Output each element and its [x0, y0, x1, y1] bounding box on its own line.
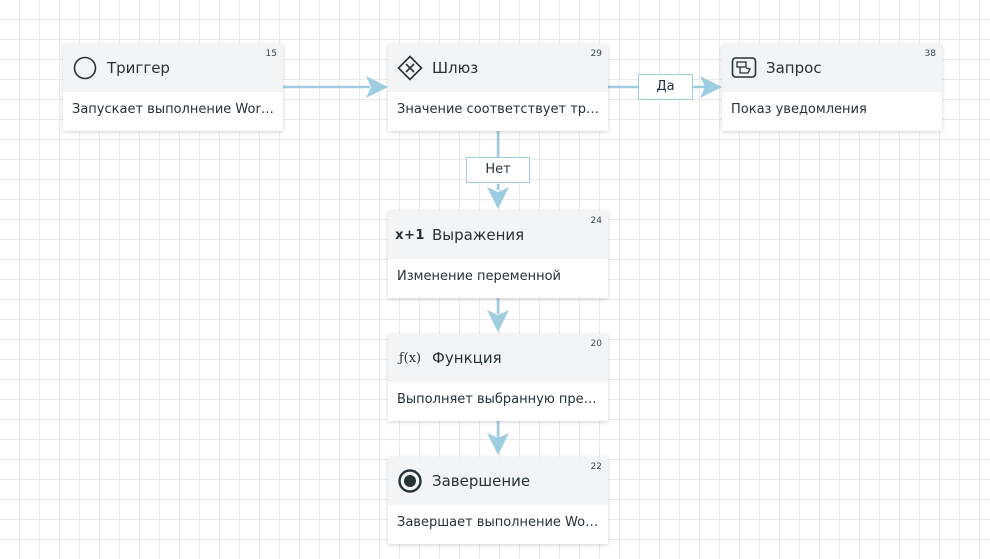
- function-icon: ƒ(x): [398, 350, 422, 366]
- node-title: Триггер: [107, 59, 170, 77]
- node-title: Выражения: [432, 226, 525, 244]
- node-trigger[interactable]: Триггер 15 Запускает выполнение Work…: [63, 44, 283, 131]
- node-request[interactable]: Запрос 38 Показ уведомления: [722, 44, 942, 131]
- node-header: Шлюз 29: [388, 44, 608, 92]
- node-description: Показ уведомления: [731, 102, 867, 117]
- node-title: Функция: [432, 349, 502, 367]
- node-title: Запрос: [766, 59, 822, 77]
- node-header: Завершение 22: [388, 457, 608, 505]
- node-number: 20: [590, 339, 602, 349]
- expression-icon: x+1: [395, 227, 425, 243]
- arrowhead-end: [487, 433, 509, 455]
- arrowhead-gateway: [366, 76, 388, 98]
- node-gateway[interactable]: Шлюз 29 Значение соответствует тре…: [388, 44, 608, 131]
- circle-icon: [72, 55, 98, 81]
- request-window-icon: [731, 55, 757, 81]
- gateway-diamond-icon: [397, 55, 423, 81]
- node-number: 29: [590, 49, 602, 59]
- node-header: x+1 Выражения 24: [388, 211, 608, 259]
- edge-label-yes[interactable]: Да: [638, 74, 693, 100]
- node-description: Выполняет выбранную пред…: [397, 392, 606, 407]
- arrowhead-expressions: [487, 187, 509, 209]
- edge-label-no[interactable]: Нет: [466, 157, 530, 183]
- node-title: Шлюз: [432, 59, 479, 77]
- arrowhead-request: [700, 76, 722, 98]
- node-title: Завершение: [432, 472, 531, 490]
- node-function[interactable]: ƒ(x) Функция 20 Выполняет выбранную пред…: [388, 334, 608, 421]
- node-number: 15: [265, 49, 277, 59]
- node-header: Триггер 15: [63, 44, 283, 92]
- end-circle-icon: [397, 468, 423, 494]
- node-description: Запускает выполнение Work…: [72, 102, 282, 117]
- node-description: Значение соответствует тре…: [397, 102, 608, 117]
- node-number: 22: [590, 462, 602, 472]
- node-header: Запрос 38: [722, 44, 942, 92]
- node-header: ƒ(x) Функция 20: [388, 334, 608, 382]
- node-end[interactable]: Завершение 22 Завершает выполнение Wor…: [388, 457, 608, 544]
- node-number: 24: [590, 216, 602, 226]
- node-expressions[interactable]: x+1 Выражения 24 Изменение переменной: [388, 211, 608, 298]
- arrowhead-function: [487, 310, 509, 332]
- node-description: Изменение переменной: [397, 269, 561, 284]
- node-description: Завершает выполнение Wor…: [397, 515, 604, 530]
- node-number: 38: [924, 49, 936, 59]
